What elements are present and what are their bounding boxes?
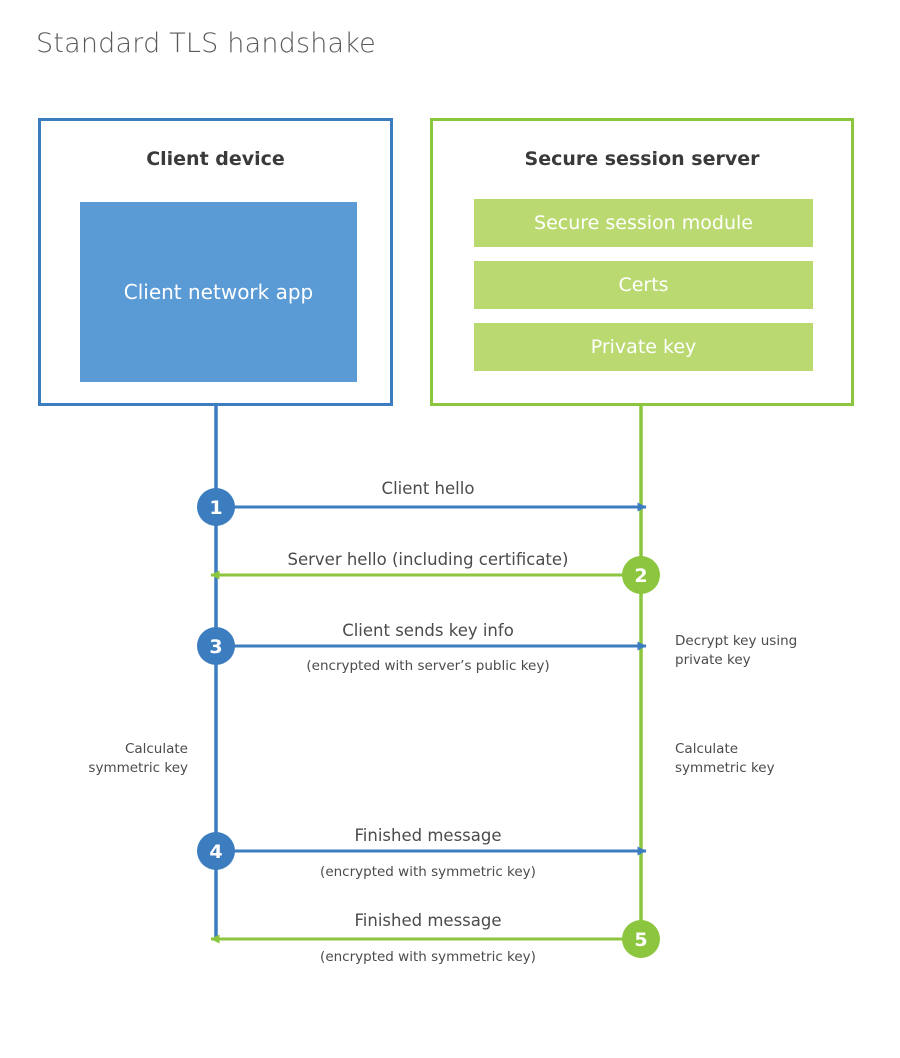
step-2-label: Server hello (including certificate) [288,550,569,569]
step-3-sublabel: (encrypted with server’s public key) [306,658,549,674]
step-4-marker [197,832,235,870]
client-network-app-label: Client network app [123,279,314,304]
step-4-number: 4 [209,841,222,863]
server-calc-note-line2: symmetric key [675,760,775,776]
step-1-marker [197,488,235,526]
step-4-sublabel: (encrypted with symmetric key) [320,864,536,880]
step-3-label: Client sends key info [342,621,514,640]
step-3-marker [197,627,235,665]
server-decrypt-note-line2: private key [675,652,751,668]
step-3-number: 3 [209,636,222,658]
client-network-app-block: Client network app [80,202,357,382]
client-device-title: Client device [146,148,285,170]
server-module-certs: Certs [474,261,813,309]
step-2-marker [622,556,660,594]
step-1-label: Client hello [382,479,475,498]
server-module-private-key: Private key [474,323,813,371]
client-calc-note-line2: symmetric key [88,760,188,776]
step-5-sublabel: (encrypted with symmetric key) [320,949,536,965]
page-title: Standard TLS handshake [36,28,376,59]
client-calc-note-line1: Calculate [125,741,188,757]
client-device-box: Client device Client network app [38,118,393,406]
step-4-label: Finished message [355,826,502,845]
step-5-marker [622,920,660,958]
step-2-number: 2 [634,565,647,587]
server-module-secure-session: Secure session module [474,199,813,247]
server-module-list: Secure session module Certs Private key [474,199,813,371]
step-5-number: 5 [634,929,647,951]
secure-session-server-box: Secure session server Secure session mod… [430,118,854,406]
server-calc-note-line1: Calculate [675,741,738,757]
step-5-label: Finished message [355,911,502,930]
secure-session-server-title: Secure session server [524,148,760,170]
server-decrypt-note-line1: Decrypt key using [675,633,797,649]
step-1-number: 1 [209,497,222,519]
